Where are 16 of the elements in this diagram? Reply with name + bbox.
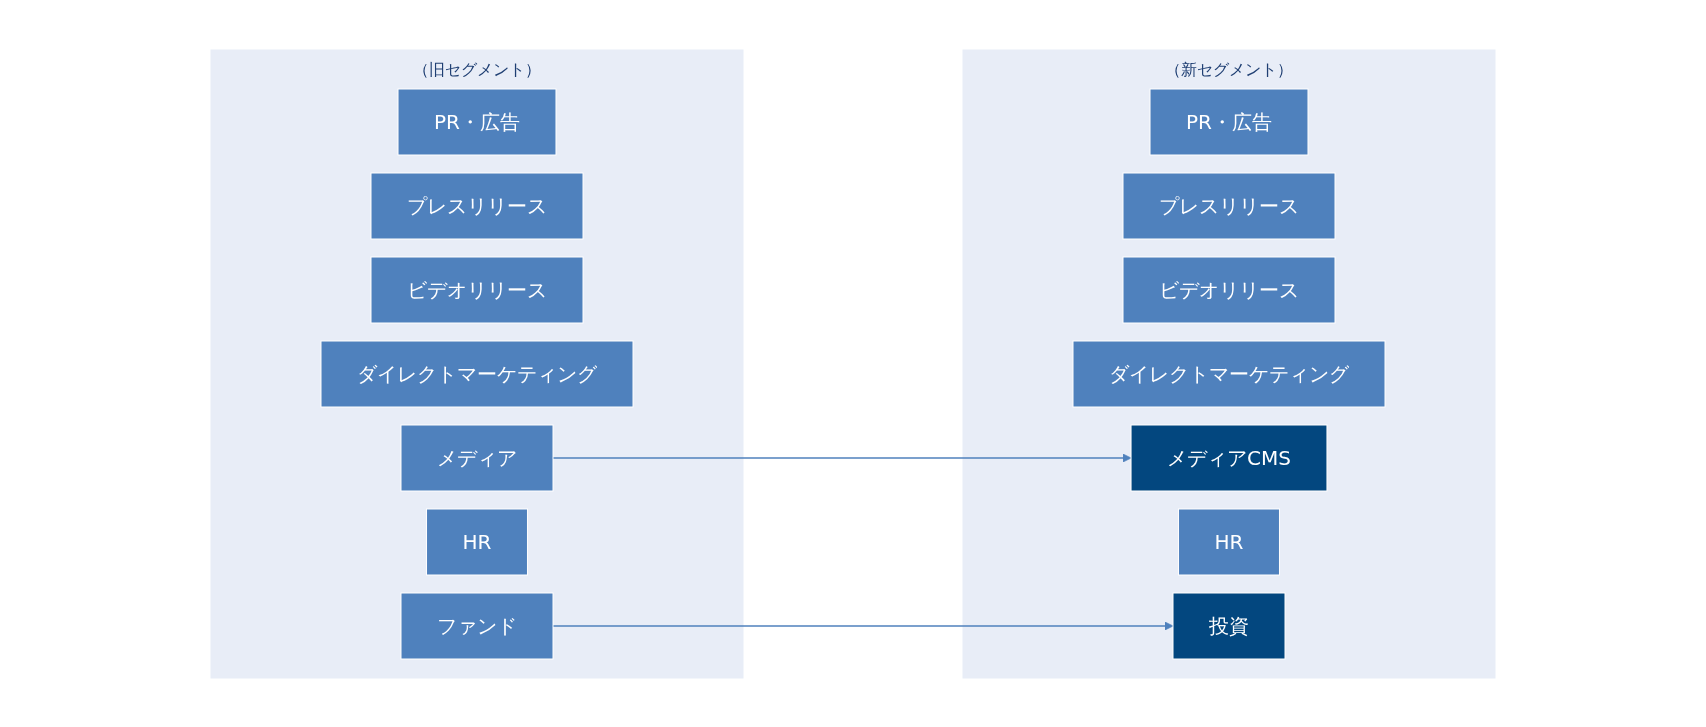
node-box: ファンド — [400, 592, 554, 659]
node-box: 投資 — [1172, 592, 1286, 659]
node-box: ダイレクトマーケティング — [320, 340, 634, 407]
node-box: HR — [1178, 508, 1280, 575]
node-box: プレスリリース — [370, 172, 584, 239]
node-box: HR — [426, 508, 528, 575]
node-box: メディア — [400, 424, 554, 491]
arrow — [552, 621, 1174, 630]
arrow — [552, 453, 1132, 462]
node-box: PR・広告 — [1149, 88, 1309, 155]
node-box: メディアCMS — [1130, 424, 1328, 491]
node-box: ビデオリリース — [1122, 256, 1336, 323]
node-box: ビデオリリース — [370, 256, 584, 323]
node-box: PR・広告 — [397, 88, 557, 155]
node-box: プレスリリース — [1122, 172, 1336, 239]
node-box: ダイレクトマーケティング — [1072, 340, 1386, 407]
